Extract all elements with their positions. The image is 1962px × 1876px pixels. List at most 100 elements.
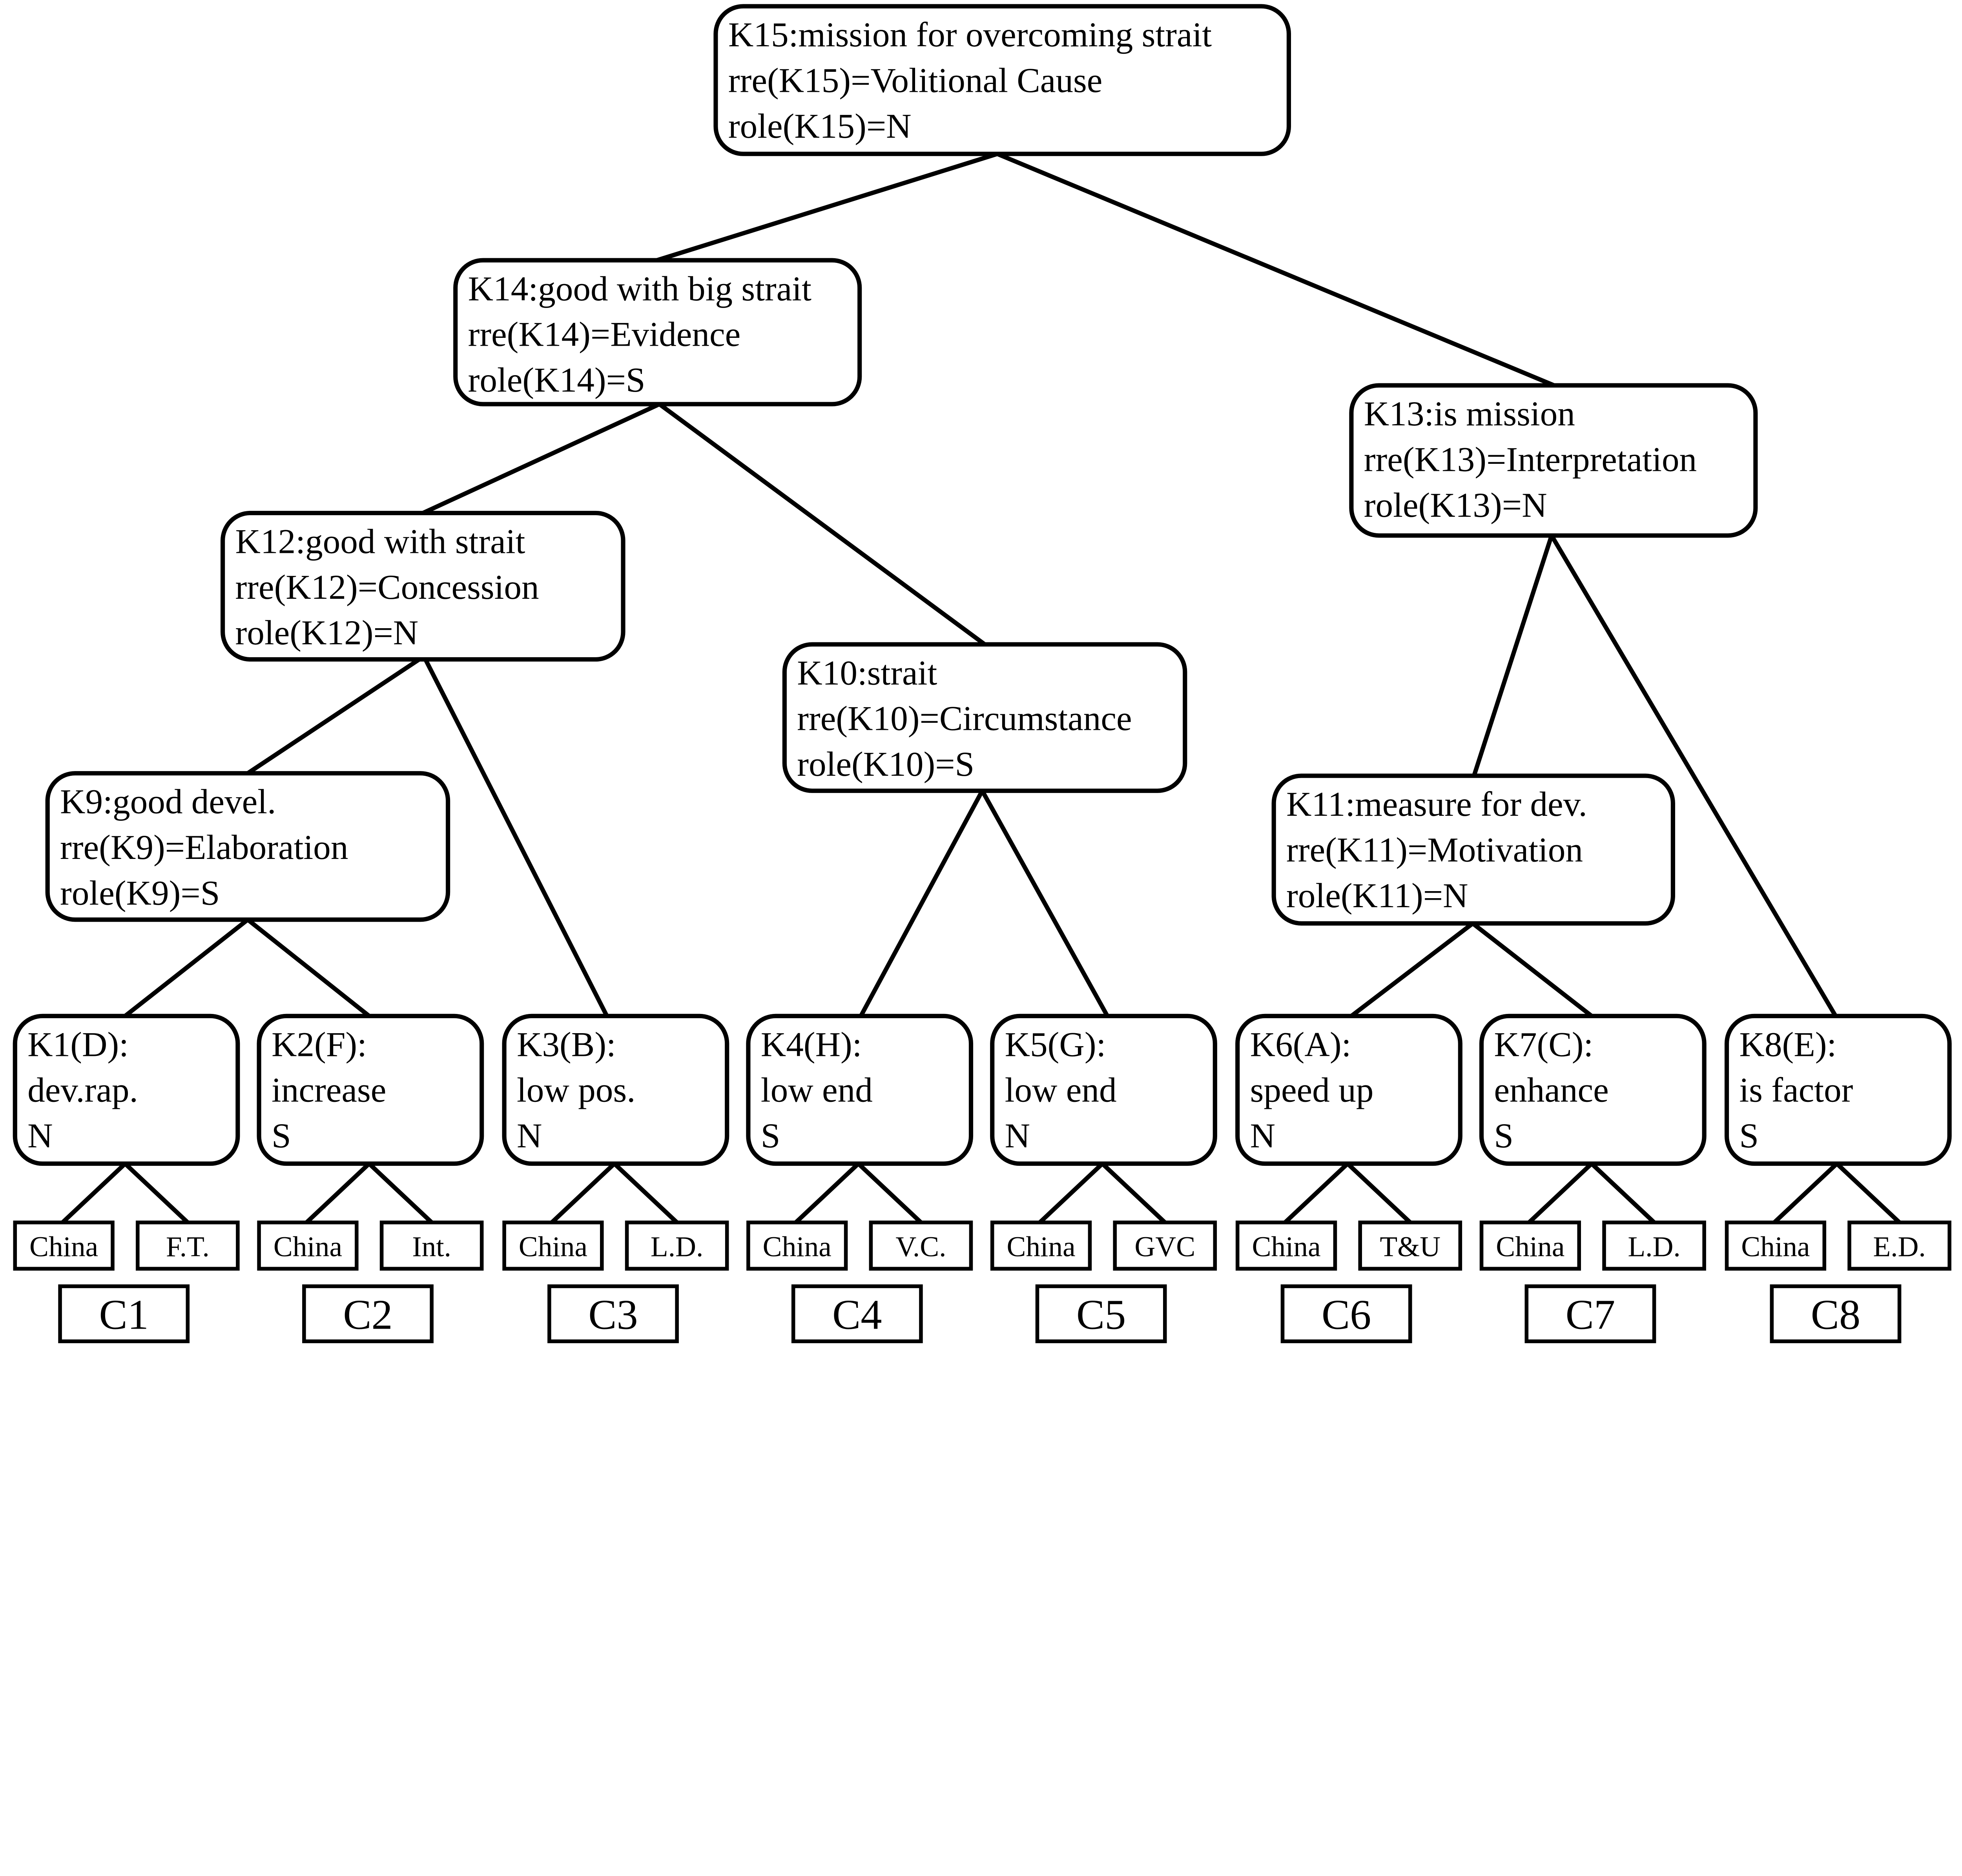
clause-label: C2 [343, 1291, 393, 1338]
node-label-line: S [272, 1116, 291, 1155]
node-box [1349, 383, 1758, 538]
node-label-line: K3(B): [517, 1025, 616, 1064]
argument-box [1847, 1220, 1951, 1271]
edge-K14-K12 [422, 402, 660, 515]
node-label-line: K7(C): [1494, 1025, 1593, 1064]
argument-edge [550, 1162, 616, 1224]
node-label-line: rre(K13)=Interpretation [1364, 440, 1697, 479]
node-k15: K15:mission for overcoming straitrre(K15… [713, 4, 1291, 156]
node-box [502, 1014, 729, 1166]
edge-K9-K2 [246, 918, 371, 1018]
node-label-line: increase [272, 1071, 386, 1110]
node-label-line: S [1739, 1116, 1759, 1155]
edge-K13-K11 [1472, 535, 1554, 777]
node-label-line: dev.rap. [27, 1071, 138, 1110]
edge-K9-K1 [124, 918, 249, 1018]
node-box [713, 4, 1291, 156]
argument-label: China [1741, 1231, 1810, 1263]
argument-edge [1527, 1162, 1593, 1224]
argument-box [1358, 1220, 1462, 1271]
argument-label: E.D. [1873, 1231, 1926, 1263]
argument-box [135, 1220, 240, 1271]
node-k14: K14:good with big straitrre(K14)=Evidenc… [453, 258, 862, 407]
argument-box [625, 1220, 729, 1271]
argument-label: China [274, 1231, 342, 1263]
argument-label: L.D. [651, 1231, 703, 1263]
edge-K13-K8 [1550, 534, 1838, 1017]
argument-edge [1772, 1162, 1838, 1224]
argument-box [1725, 1220, 1827, 1271]
edge-K15-K14 [656, 151, 998, 263]
edge-K10-K5 [980, 789, 1109, 1017]
argument-label: T&U [1380, 1231, 1441, 1263]
argument-edge [613, 1162, 678, 1224]
node-box [990, 1014, 1217, 1166]
edge-K15-K13 [996, 152, 1555, 388]
argument-edge [1101, 1162, 1167, 1224]
node-k11: K11:measure for dev.rre(K11)=Motivationr… [1271, 773, 1675, 926]
argument-box [1235, 1220, 1337, 1271]
edge-K10-K4 [859, 789, 985, 1017]
argument-label: V.C. [895, 1231, 946, 1263]
argument-edge [857, 1162, 923, 1224]
node-label-line: K6(A): [1250, 1025, 1351, 1064]
clause-box [1524, 1284, 1656, 1344]
clause-label: C8 [1811, 1291, 1861, 1338]
argument-label: China [763, 1231, 831, 1263]
argument-edge [124, 1162, 190, 1224]
clause-box [1280, 1284, 1412, 1344]
node-box [45, 771, 450, 922]
node-label-line: low pos. [517, 1071, 636, 1110]
node-label-line: N [27, 1116, 53, 1155]
argument-edge [1590, 1162, 1656, 1224]
edge-K11-K6 [1350, 921, 1474, 1018]
node-label-line: N [517, 1116, 542, 1155]
node-label-line: K13:is mission [1364, 394, 1575, 433]
node-label-line: N [1005, 1116, 1030, 1155]
edge-K14-K10 [658, 402, 986, 646]
argument-box [257, 1220, 359, 1271]
edge-K11-K7 [1471, 921, 1593, 1018]
node-box [13, 1014, 240, 1166]
node-label-line: low end [1005, 1071, 1117, 1110]
clause-box [302, 1284, 434, 1344]
node-label-line: K11:measure for dev. [1286, 785, 1587, 824]
argument-edge [794, 1162, 860, 1224]
edge-K12-K3 [423, 658, 609, 1017]
node-box [746, 1014, 974, 1166]
node-label-line: rre(K9)=Elaboration [60, 828, 348, 867]
node-label-line: rre(K12)=Concession [235, 568, 539, 607]
clause-box [547, 1284, 679, 1344]
argument-edge [1835, 1162, 1901, 1224]
clause-label: C1 [99, 1291, 149, 1338]
argument-label: L.D. [1628, 1231, 1680, 1263]
node-label-line: K12:good with strait [235, 522, 525, 561]
node-label-line: low end [761, 1071, 873, 1110]
argument-box [869, 1220, 973, 1271]
node-k9: K9:good devel.rre(K9)=Elaborationrole(K9… [45, 771, 450, 922]
argument-group: China E.D. C8 [1725, 1220, 1951, 1344]
argument-edge [1346, 1162, 1412, 1224]
argument-box [1113, 1220, 1217, 1271]
argument-label: GVC [1134, 1231, 1195, 1263]
argument-label: China [1252, 1231, 1320, 1263]
node-label-line: K1(D): [27, 1025, 129, 1064]
node-label-line: role(K13)=N [1364, 486, 1547, 525]
node-k12: K12:good with strait rre(K12)=Concession r… [221, 510, 625, 662]
argument-box [1602, 1220, 1706, 1271]
node-box [453, 258, 862, 407]
clause-box [1035, 1284, 1167, 1344]
clause-box [1770, 1284, 1902, 1344]
argument-edge [1038, 1162, 1104, 1224]
node-label-line: K5(G): [1005, 1025, 1106, 1064]
node-label-line: role(K12)=N [235, 613, 418, 652]
node-label-line: rre(K10)=Circumstance [797, 699, 1132, 738]
argument-edge [367, 1162, 433, 1224]
